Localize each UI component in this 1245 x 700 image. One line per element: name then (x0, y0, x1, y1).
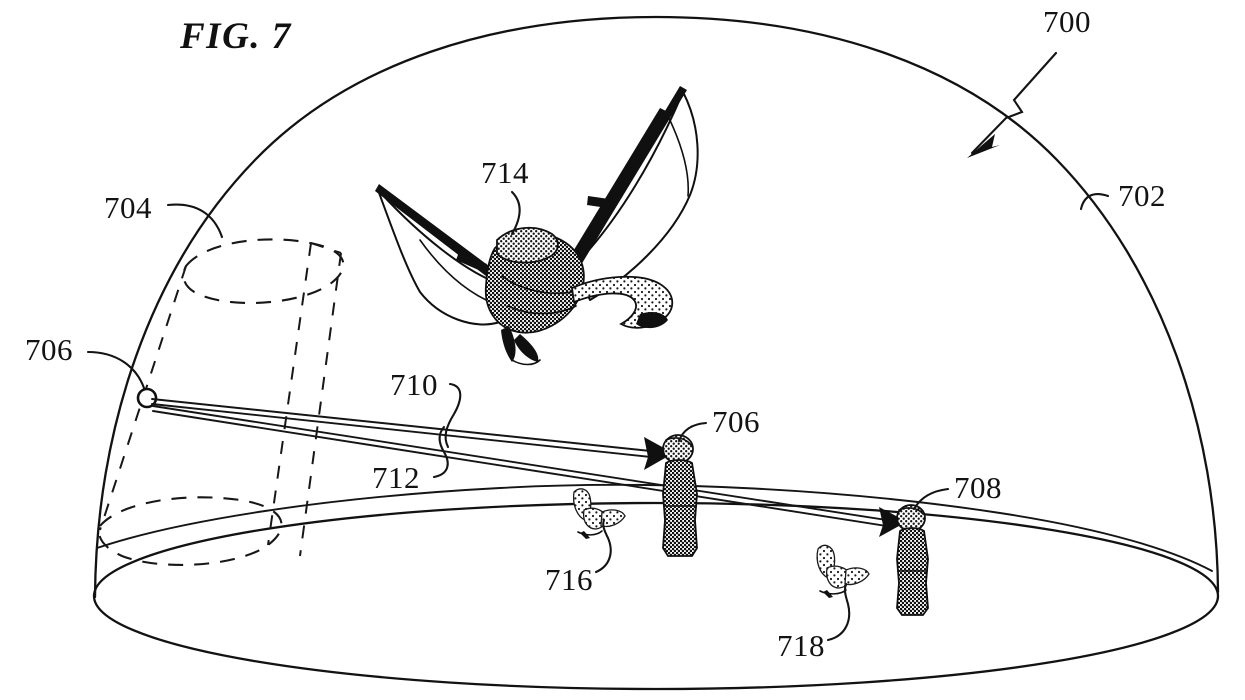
dashed-cap-edge (310, 242, 342, 254)
leader-700-arrowhead (967, 134, 1000, 158)
dashed-bottom-ellipse (98, 496, 283, 566)
ref-706-user: 706 (712, 404, 760, 439)
leader-lines (86, 51, 1110, 642)
bird-718-feet (823, 590, 833, 598)
leader-706-origin (86, 350, 146, 390)
bird-716-figure (572, 488, 626, 539)
dragon-wing-knuckle-right (587, 196, 616, 209)
leader-706-user (677, 421, 708, 443)
dashed-generator-right-inner (267, 242, 312, 546)
ref-714: 714 (481, 155, 529, 190)
bird-718-figure (816, 544, 870, 598)
user-708-figure (879, 504, 929, 616)
dashed-volume-704 (98, 238, 345, 566)
leader-716 (594, 518, 612, 574)
dragon-714 (375, 86, 699, 366)
dashed-top-ellipse (182, 238, 345, 305)
dragon-claw-front (501, 326, 516, 362)
origin-node-circle[interactable] (136, 387, 158, 409)
dragon-belly-line (507, 305, 577, 315)
dragon-right-wing-spar-1 (563, 108, 668, 272)
leader-712 (432, 425, 449, 479)
leader-704 (166, 203, 224, 239)
ref-706-origin: 706 (25, 332, 73, 367)
dashed-generator-right-outer (299, 252, 342, 557)
dragon-left-wing-membrane (377, 189, 501, 326)
leader-710 (444, 382, 462, 449)
ref-708: 708 (954, 470, 1002, 505)
leader-718 (826, 582, 851, 642)
ref-700: 700 (1043, 4, 1091, 39)
ray-712-lower-b (152, 410, 894, 528)
dragon-right-wing-finger (665, 111, 690, 197)
dome-base-ellipse (92, 501, 1220, 691)
bird-716-feet (580, 531, 590, 539)
bird-718-wing-lower (844, 567, 870, 586)
leader-708 (912, 487, 950, 511)
dome-group (92, 15, 1220, 691)
leader-714 (510, 190, 521, 236)
reference-numerals: 700 702 704 706 710 712 706 708 714 716 … (25, 4, 1166, 663)
ray-712-lower (152, 405, 894, 522)
origin-node-706[interactable] (136, 387, 158, 409)
dragon-right-wing-membrane (573, 91, 699, 301)
ref-718: 718 (777, 628, 825, 663)
user-708-headset-strap (898, 507, 924, 515)
dragon-claw-rear (514, 334, 539, 362)
dragon-wing-knuckle-left (456, 252, 487, 272)
dome-boundary-arc (93, 15, 1220, 599)
dashed-generator-left (99, 265, 187, 531)
dragon-tail-tip (636, 312, 668, 329)
dragon-chest-line (501, 275, 573, 295)
figure-title: FIG. 7 (179, 16, 292, 57)
dragon-head (496, 226, 559, 264)
ray-710-upper (151, 398, 661, 453)
user-708-headset-visor (879, 507, 899, 537)
ref-702: 702 (1118, 178, 1166, 213)
bird-716-tail (577, 530, 603, 536)
leader-700-lightning (970, 51, 1058, 155)
ray-710-upper-b (151, 403, 661, 459)
ref-712: 712 (372, 460, 420, 495)
sight-line-rays (151, 398, 894, 528)
dragon-right-wing-spar-2 (572, 86, 687, 270)
leader-702 (1079, 193, 1110, 211)
bird-716-wing-lower (600, 509, 626, 528)
user-706-figure (644, 434, 698, 557)
ref-710: 710 (390, 367, 438, 402)
user-706-body (662, 459, 698, 557)
ref-704: 704 (104, 190, 152, 225)
dragon-foot-toe (511, 359, 541, 366)
user-706-headset-visor (644, 437, 665, 470)
ref-716: 716 (545, 562, 593, 597)
